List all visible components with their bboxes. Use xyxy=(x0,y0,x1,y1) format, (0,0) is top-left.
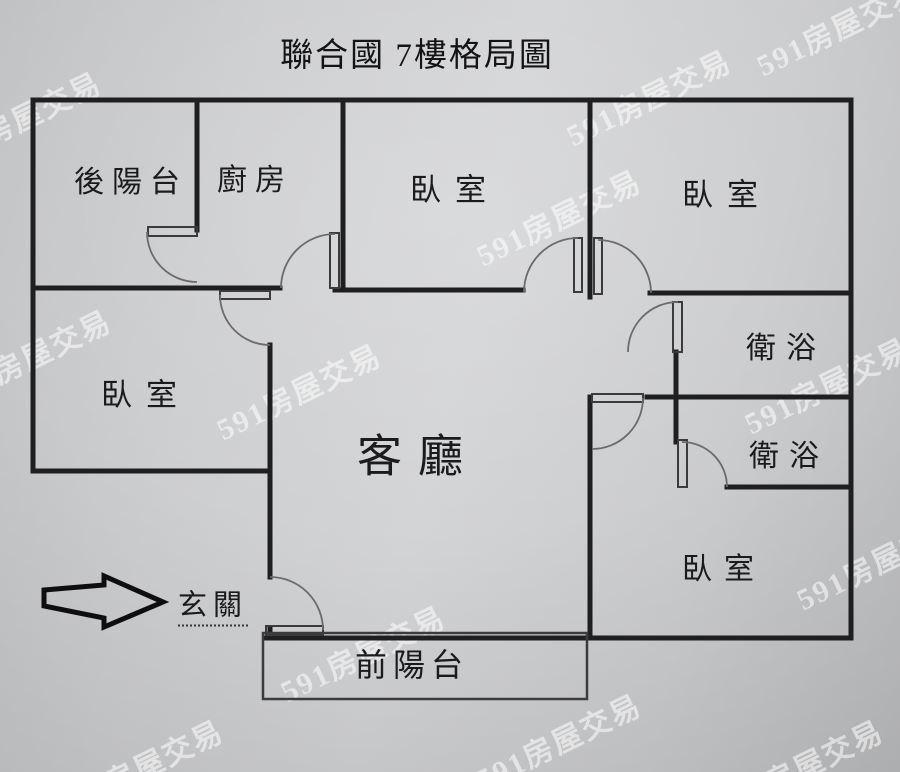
room-label-kitchen: 廚房 xyxy=(217,164,293,197)
room-label-living-room: 客廳 xyxy=(356,431,480,482)
entry-arrow-icon xyxy=(41,572,170,631)
room-label-back-balcony: 後陽台 xyxy=(74,166,188,199)
diagram-title: 聯合國 7樓格局圖 xyxy=(280,38,554,74)
room-label-entry: 玄關 xyxy=(177,582,249,627)
room-label-bedroom-top-right: 臥室 xyxy=(682,177,772,213)
room-label-bathroom-lower: 衛浴 xyxy=(749,440,829,473)
room-label-bedroom-left: 臥室 xyxy=(101,377,191,413)
room-label-bedroom-top-middle: 臥室 xyxy=(410,172,500,208)
walls-inner xyxy=(30,97,854,641)
room-label-bedroom-bottom-right: 臥室 xyxy=(682,553,766,586)
room-label-front-balcony: 前陽台 xyxy=(354,647,470,683)
balcony-outline xyxy=(261,631,589,701)
walls-outer xyxy=(30,97,854,641)
room-label-bathroom-upper: 衛浴 xyxy=(746,332,826,365)
door-arcs xyxy=(146,231,728,631)
